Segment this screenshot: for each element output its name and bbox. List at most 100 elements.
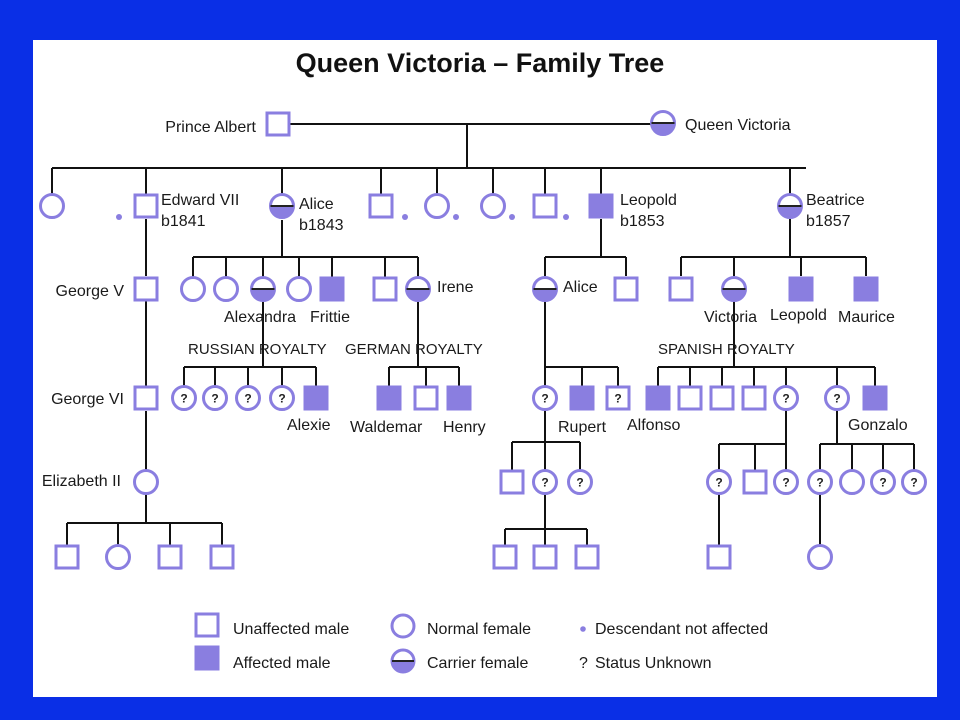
label-george-v: George V	[56, 283, 125, 300]
descendant-male-symbol	[742, 469, 768, 495]
irene-symbol	[405, 276, 431, 302]
gonzalo-symbol	[862, 385, 888, 411]
unknown-female-symbol: ?	[807, 469, 833, 495]
alice-daughter-symbol	[286, 276, 312, 302]
child-female-symbol	[480, 193, 506, 219]
unknown-status-mark: ?	[782, 392, 789, 406]
unknown-status-mark: ?	[278, 392, 285, 406]
label-leopold: Leopold	[620, 192, 677, 209]
label-beatrice-born: b1857	[806, 213, 851, 230]
legend-unknown-symbol: ?	[579, 655, 588, 672]
spanish-son-symbol	[677, 385, 703, 411]
descendant-female-symbol	[839, 469, 865, 495]
label-spanish-royalty: SPANISH ROYALTY	[658, 341, 795, 358]
unknown-female-symbol: ?	[532, 469, 558, 495]
label-victoria-g2: Victoria	[704, 309, 757, 326]
unknown-status-mark: ?	[576, 476, 583, 490]
diagram-title: Queen Victoria – Family Tree	[296, 48, 665, 78]
spanish-son-symbol	[741, 385, 767, 411]
unknown-status-mark: ?	[910, 476, 917, 490]
beatrice-son-symbol	[668, 276, 694, 302]
label-george-vi: George VI	[51, 391, 124, 408]
descendant-dot	[453, 214, 459, 220]
maurice-symbol	[853, 276, 879, 302]
label-alice: Alice	[299, 196, 334, 213]
label-leopold-g2: Leopold	[770, 307, 827, 324]
label-alice-born: b1843	[299, 217, 344, 234]
unknown-status-mark: ?	[816, 476, 823, 490]
unknown-female-symbol: ?	[901, 469, 927, 495]
prince-albert-symbol	[265, 111, 291, 137]
victoria-g2-symbol	[721, 276, 747, 302]
unknown-female-symbol: ?	[532, 385, 558, 411]
unknown-female-symbol: ?	[202, 385, 228, 411]
label-frittie: Frittie	[310, 309, 350, 326]
label-edward-vii-born: b1841	[161, 213, 206, 230]
unknown-status-mark: ?	[715, 476, 722, 490]
descendant-female-symbol	[807, 544, 833, 570]
descendant-male-symbol	[499, 469, 525, 495]
label-queen-victoria: Queen Victoria	[685, 117, 791, 134]
legend-carrier-female-symbol	[390, 648, 416, 674]
edward-vii-symbol	[133, 193, 159, 219]
alice-symbol	[269, 193, 295, 219]
label-beatrice: Beatrice	[806, 192, 865, 209]
henry-symbol	[446, 385, 472, 411]
leopold-symbol	[588, 193, 614, 219]
legend-carrier-female-label: Carrier female	[427, 655, 528, 672]
unknown-female-symbol: ?	[171, 385, 197, 411]
legend-descendant-dot	[580, 626, 586, 632]
queen-victoria-symbol	[650, 110, 676, 136]
waldemar-symbol	[376, 385, 402, 411]
frittie-symbol	[319, 276, 345, 302]
unknown-status-mark: ?	[541, 392, 548, 406]
alfonso-symbol	[645, 385, 671, 411]
label-german-royalty: GERMAN ROYALTY	[345, 341, 483, 358]
descendant-male-symbol	[574, 544, 600, 570]
descendant-dot	[563, 214, 569, 220]
unknown-female-symbol: ?	[773, 385, 799, 411]
alice-son-symbol	[372, 276, 398, 302]
unknown-status-mark: ?	[614, 392, 621, 406]
legend-descendant-label: Descendant not affected	[595, 621, 768, 638]
label-alexandra: Alexandra	[224, 309, 296, 326]
descendant-male-symbol	[209, 544, 235, 570]
descendant-dot	[509, 214, 515, 220]
child-female-symbol	[39, 193, 65, 219]
descendant-male-symbol	[532, 544, 558, 570]
label-henry: Henry	[443, 419, 486, 436]
child-female-symbol	[424, 193, 450, 219]
label-leopold-born: b1853	[620, 213, 665, 230]
rupert-symbol	[569, 385, 595, 411]
legend: Unaffected male Affected male Normal fem…	[194, 612, 768, 674]
legend-unaffected-male-symbol	[194, 612, 220, 638]
label-edward-vii: Edward VII	[161, 192, 239, 209]
beatrice-symbol	[777, 193, 803, 219]
label-rupert: Rupert	[558, 419, 607, 436]
label-alice-g2: Alice	[563, 279, 598, 296]
child-male-symbol	[368, 193, 394, 219]
label-russian-royalty: RUSSIAN ROYALTY	[188, 341, 327, 358]
descendant-male-symbol	[54, 544, 80, 570]
legend-normal-female-symbol	[390, 613, 416, 639]
label-waldemar: Waldemar	[350, 419, 423, 436]
pedigree-symbols: ???????????????	[39, 110, 927, 570]
alice-g2-symbol	[532, 276, 558, 302]
label-gonzalo: Gonzalo	[848, 417, 908, 434]
legend-unknown-label: Status Unknown	[595, 655, 712, 672]
label-prince-albert: Prince Albert	[165, 119, 256, 136]
label-alexie: Alexie	[287, 417, 331, 434]
unknown-female-symbol: ?	[824, 385, 850, 411]
unknown-status-mark: ?	[833, 392, 840, 406]
legend-affected-male-symbol	[194, 645, 220, 671]
unknown-male-symbol: ?	[605, 385, 631, 411]
legend-unaffected-male-label: Unaffected male	[233, 621, 349, 638]
alexie-symbol	[303, 385, 329, 411]
george-v-symbol	[133, 276, 159, 302]
legend-normal-female-label: Normal female	[427, 621, 531, 638]
descendant-female-symbol	[105, 544, 131, 570]
unknown-female-symbol: ?	[870, 469, 896, 495]
child-male-symbol	[532, 193, 558, 219]
spanish-son-symbol	[709, 385, 735, 411]
